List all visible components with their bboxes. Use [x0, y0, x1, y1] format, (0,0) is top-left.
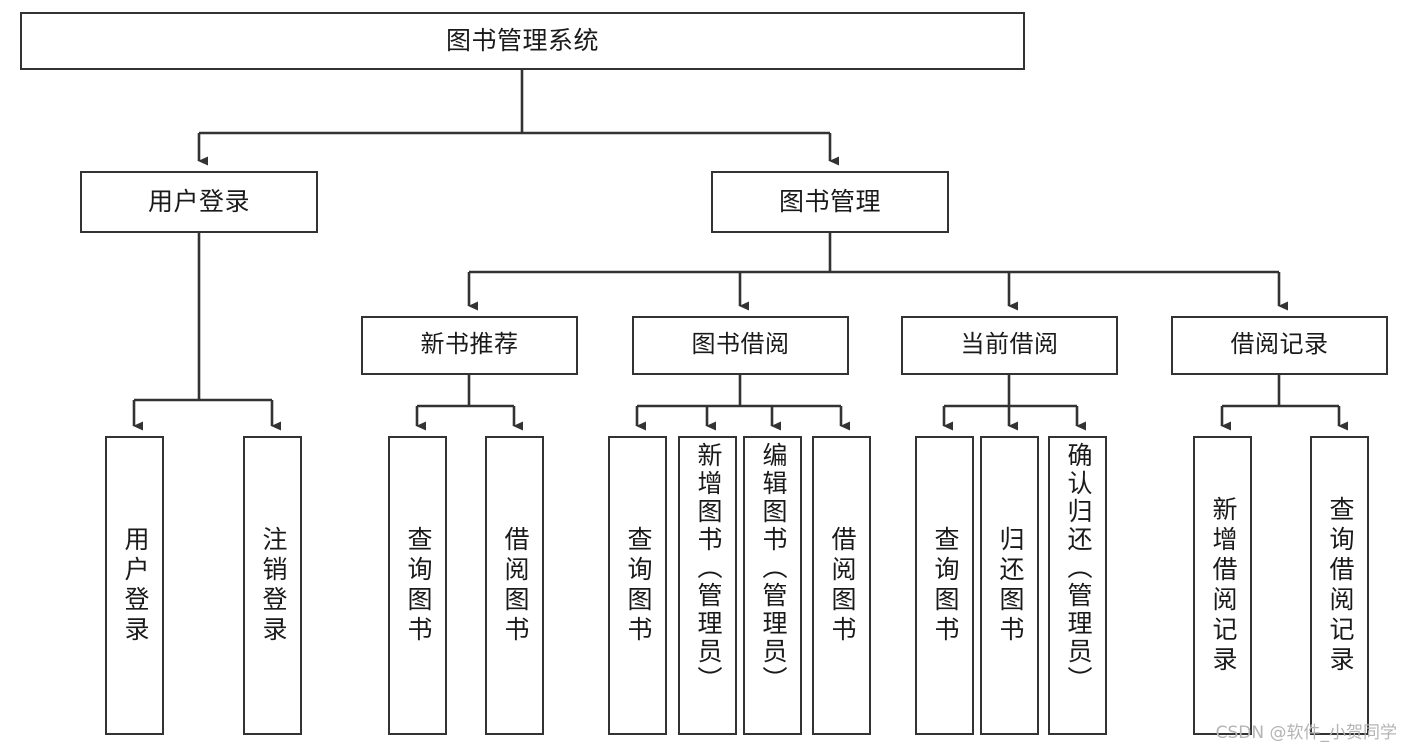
leaf-borrow-book-new[interactable]: 借阅图书	[485, 436, 544, 735]
node-label: 归还图书	[996, 525, 1024, 646]
node-label: 用户登录	[121, 525, 149, 646]
node-label: 注销登录	[259, 525, 287, 646]
node-label: 新增借阅记录	[1209, 495, 1237, 676]
leaf-edit-book-admin[interactable]: 编辑图书（管理员）	[743, 436, 802, 735]
leaf-user-login[interactable]: 用户登录	[105, 436, 164, 735]
node-label: 新增图书（管理员）	[694, 442, 722, 694]
node-new-book-recommend[interactable]: 新书推荐	[361, 316, 578, 375]
node-borrow-record[interactable]: 借阅记录	[1171, 316, 1388, 375]
node-label: 借阅记录	[1230, 331, 1329, 359]
leaf-borrow-book[interactable]: 借阅图书	[812, 436, 871, 735]
node-label: 查询图书	[404, 525, 432, 646]
leaf-confirm-return-admin[interactable]: 确认归还（管理员）	[1048, 436, 1107, 735]
node-label: 图书借阅	[691, 331, 790, 359]
node-label: 编辑图书（管理员）	[759, 442, 787, 694]
watermark-csdn: CSDN @软件_小贺同学	[1215, 723, 1397, 743]
node-label: 借阅图书	[828, 525, 856, 646]
node-label: 图书管理系统	[445, 27, 599, 55]
node-root-book-management-system[interactable]: 图书管理系统	[20, 12, 1025, 70]
leaf-query-book-current[interactable]: 查询图书	[915, 436, 974, 735]
node-label: 图书管理	[778, 188, 881, 216]
node-label: 确认归还（管理员）	[1064, 442, 1092, 694]
node-label: 查询图书	[931, 525, 959, 646]
leaf-return-book[interactable]: 归还图书	[980, 436, 1039, 735]
node-label: 当前借阅	[960, 331, 1059, 359]
node-label: 用户登录	[147, 188, 250, 216]
node-label: 查询借阅记录	[1326, 495, 1354, 676]
node-label: 新书推荐	[420, 331, 519, 359]
node-user-login[interactable]: 用户登录	[80, 171, 318, 233]
leaf-query-book-new[interactable]: 查询图书	[388, 436, 447, 735]
leaf-add-book-admin[interactable]: 新增图书（管理员）	[678, 436, 737, 735]
leaf-logout-login[interactable]: 注销登录	[243, 436, 302, 735]
leaf-query-book-borrow[interactable]: 查询图书	[608, 436, 667, 735]
node-book-manage[interactable]: 图书管理	[711, 171, 949, 233]
node-label: 借阅图书	[501, 525, 529, 646]
node-label: 查询图书	[624, 525, 652, 646]
node-book-borrow[interactable]: 图书借阅	[632, 316, 849, 375]
leaf-query-borrow-record[interactable]: 查询借阅记录	[1310, 436, 1369, 735]
node-current-borrow[interactable]: 当前借阅	[901, 316, 1118, 375]
leaf-add-borrow-record[interactable]: 新增借阅记录	[1193, 436, 1252, 735]
